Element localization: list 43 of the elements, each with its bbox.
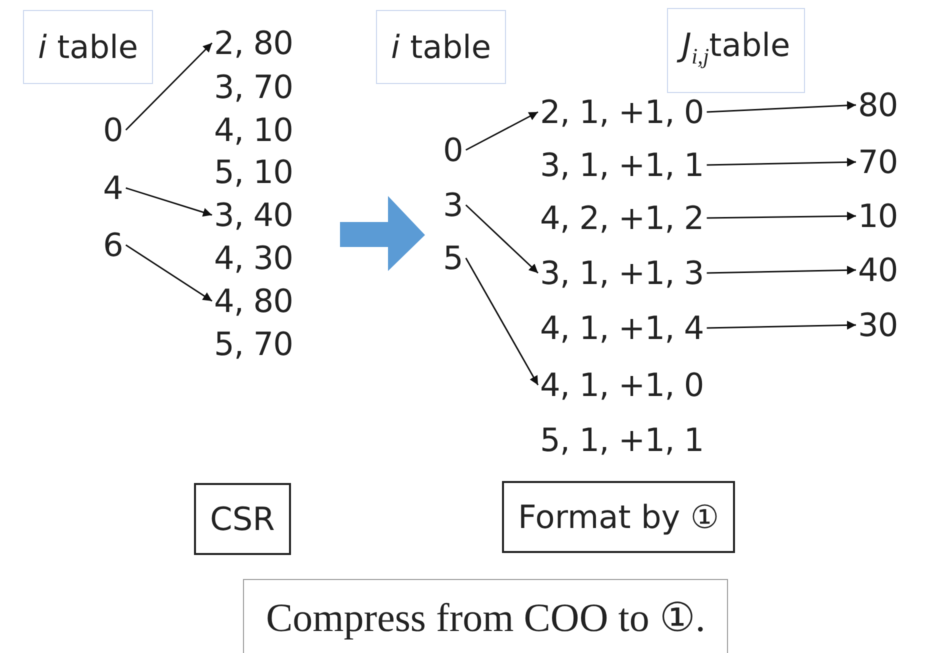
value-number: 80 (858, 85, 898, 125)
arrow (465, 204, 539, 274)
arrow (465, 258, 539, 386)
value-number: 10 (858, 196, 898, 236)
arrow (125, 42, 213, 131)
value-number: 30 (858, 305, 898, 345)
table-entry: 4, 1, +1, 0 (540, 365, 704, 405)
table-entry: 2, 80 (214, 23, 293, 63)
table-entry: 5, 10 (214, 152, 293, 192)
index-number: 5 (443, 238, 463, 278)
index-number: 3 (443, 185, 463, 225)
arrow (125, 244, 212, 302)
caption-box: Compress from COO to ①. (243, 579, 728, 653)
value-number: 40 (858, 250, 898, 290)
table-entry: 4, 80 (214, 281, 293, 321)
arrow (706, 320, 856, 330)
value-number: 70 (858, 142, 898, 182)
table-header-box: i table (23, 10, 154, 84)
table-entry: 3, 1, +1, 3 (540, 253, 704, 293)
format-label-box: CSR (194, 483, 291, 555)
table-entry: 4, 30 (214, 238, 293, 278)
index-number: 0 (103, 110, 123, 150)
table-entry: 3, 70 (214, 67, 293, 107)
table-entry: 5, 1, +1, 1 (540, 420, 704, 460)
table-entry: 3, 40 (214, 195, 293, 235)
arrow (466, 111, 538, 151)
table-header-box: J$_{i,j}$table (667, 8, 806, 94)
table-entry: 4, 1, +1, 4 (540, 308, 704, 348)
index-number: 6 (103, 225, 123, 265)
arrow (126, 187, 212, 217)
arrow (706, 100, 856, 113)
arrow (706, 212, 856, 221)
table-entry: 5, 70 (214, 324, 293, 364)
index-number: 4 (103, 168, 123, 208)
arrow (706, 158, 856, 167)
arrow (706, 266, 856, 275)
index-number: 0 (443, 130, 463, 170)
table-entry: 4, 10 (214, 110, 293, 150)
table-header-box: i table (376, 10, 506, 84)
table-entry: 3, 1, +1, 1 (540, 145, 704, 185)
format-label-box: Format by ① (502, 481, 736, 553)
table-entry: 4, 2, +1, 2 (540, 198, 704, 238)
table-entry: 2, 1, +1, 0 (540, 92, 704, 132)
